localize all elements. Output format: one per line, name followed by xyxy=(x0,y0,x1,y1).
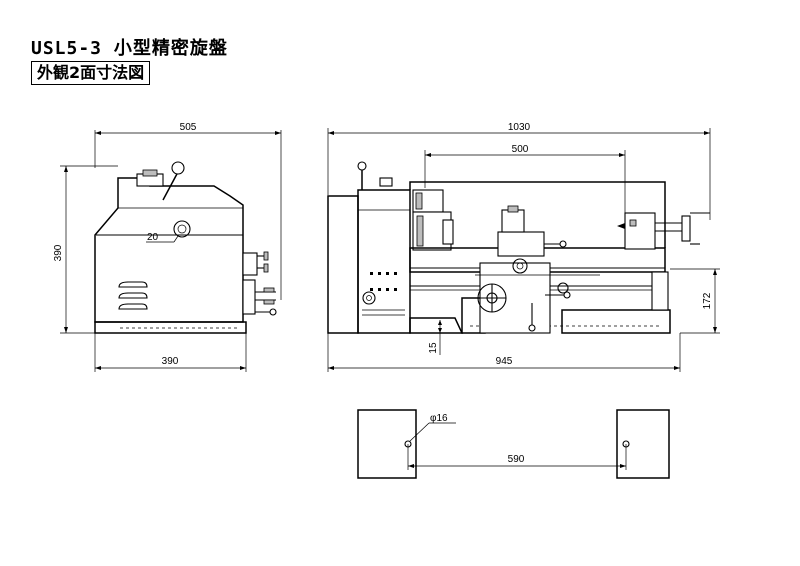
dim-side-base: 390 xyxy=(162,356,179,367)
dim-front-bed: 500 xyxy=(512,144,529,155)
front-view: 1030 500 945 172 15 xyxy=(327,122,720,372)
dim-front-length: 1030 xyxy=(508,122,531,133)
drawing-title: USL5-3 小型精密旋盤 xyxy=(31,38,228,59)
dim-side-width: 505 xyxy=(180,122,197,133)
foot-plan-view: 590 φ16 xyxy=(357,409,670,479)
dim-foot-span: 590 xyxy=(508,454,525,465)
dim-side-height: 390 xyxy=(53,244,64,261)
dim-front-height: 172 xyxy=(702,292,713,309)
drawing-subtitle: 外観2面寸法図 xyxy=(31,61,151,85)
dim-front-base: 945 xyxy=(496,356,513,367)
dim-front-gap: 15 xyxy=(428,342,439,354)
dim-side-handle: 20 xyxy=(147,232,159,243)
dim-foot-hole: φ16 xyxy=(430,413,448,424)
side-view: 505 390 390 20 xyxy=(53,122,282,372)
